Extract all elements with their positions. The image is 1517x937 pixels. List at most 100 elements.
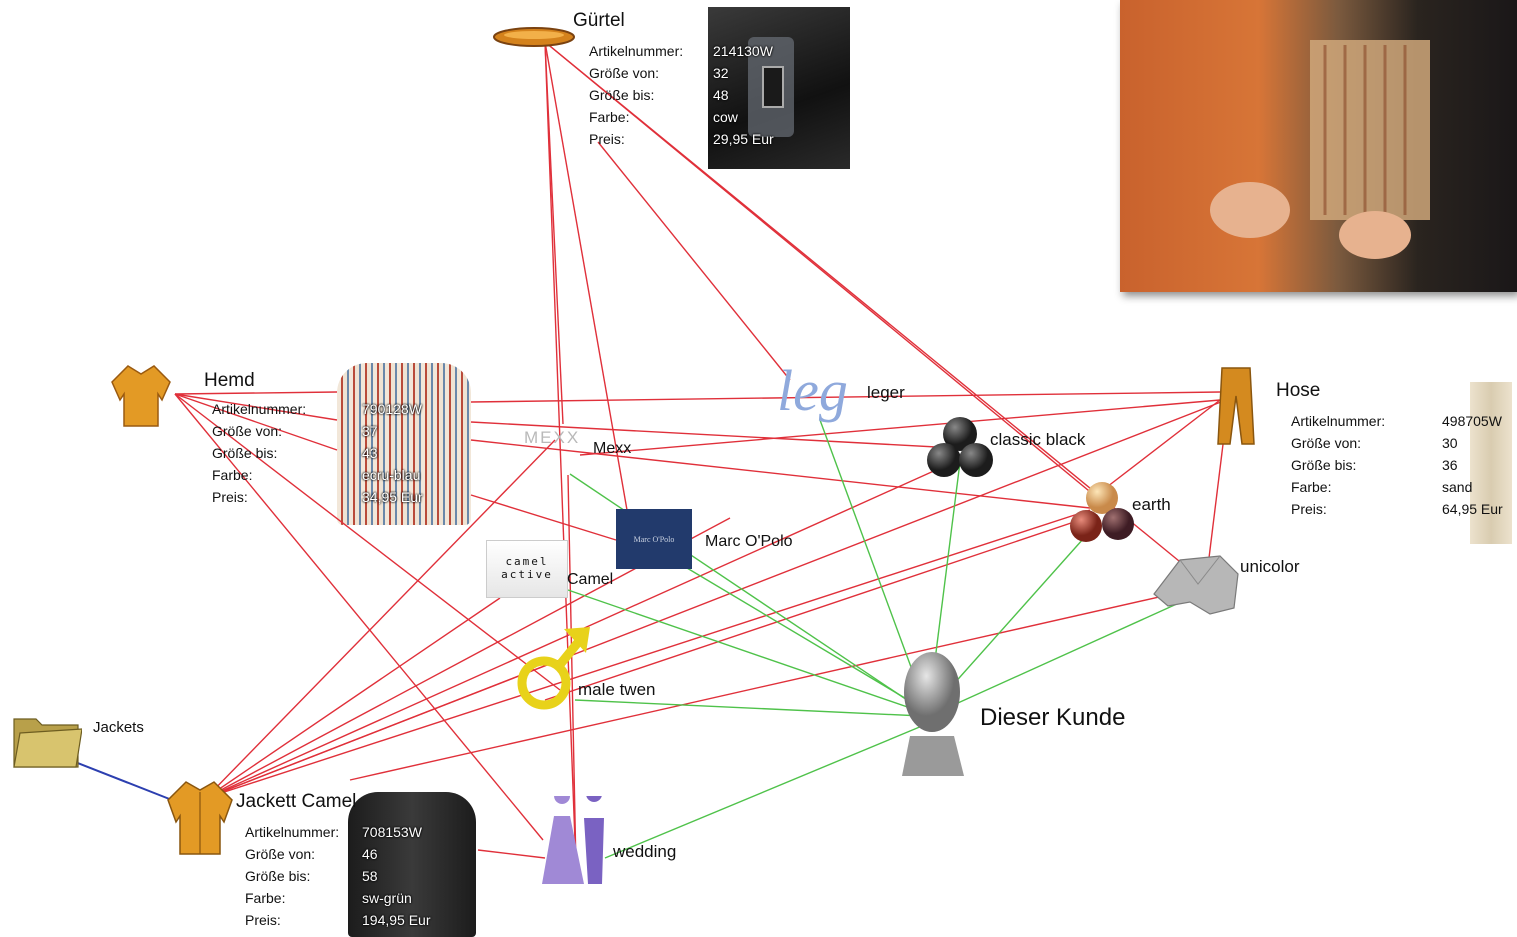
red-relation-edge (174, 393, 561, 691)
shirt-key: Farbe: (212, 467, 253, 483)
red-relation-edge (205, 439, 556, 799)
marc-opolo-logo[interactable]: Marc O'Polo (616, 509, 692, 569)
trousers-key: Artikelnummer: (1291, 413, 1386, 429)
jacket-key: Artikelnummer: (245, 824, 340, 840)
classic-black-label: classic black (990, 430, 1086, 449)
green-customer-edge (934, 519, 1101, 706)
red-relation-edge (544, 41, 1191, 571)
red-relation-edge (174, 393, 338, 451)
jacket-value: 194,95 Eur (362, 912, 431, 928)
red-relation-edge (544, 41, 628, 511)
trousers-title: Hose (1276, 380, 1321, 401)
belt-value: 32 (713, 65, 729, 81)
belt-value: 214130W (713, 43, 773, 59)
shirt-icon[interactable] (108, 360, 174, 430)
mexx-logo[interactable]: MEXX (524, 428, 581, 447)
shirt-key: Artikelnummer: (212, 401, 307, 417)
trousers-value: 36 (1442, 457, 1458, 473)
red-relation-edge (579, 399, 1221, 456)
jacket-value: sw-grün (362, 890, 412, 906)
jacket-key: Farbe: (245, 890, 286, 906)
green-customer-edge (574, 699, 923, 717)
male-symbol-icon[interactable] (512, 623, 594, 715)
green-customer-edge (819, 419, 926, 706)
jacket-key: Preis: (245, 912, 281, 928)
red-relation-edge (544, 41, 577, 869)
shirt-value: 790128W (362, 401, 422, 417)
shirt-value: ecru-blau (362, 467, 421, 483)
customer-bust-icon[interactable] (892, 648, 972, 776)
trousers-icon[interactable] (1214, 366, 1258, 446)
belt-key: Artikelnummer: (589, 43, 684, 59)
mexx-label: Mexx (593, 440, 632, 457)
leg-logo[interactable]: leg (777, 358, 848, 423)
trousers-value: 64,95 Eur (1442, 501, 1503, 517)
shirt-title: Hemd (204, 370, 255, 391)
trousers-value: 498705W (1442, 413, 1502, 429)
belt-key: Größe von: (589, 65, 660, 81)
jackets-folder-label: Jackets (93, 719, 144, 736)
belt-value: 48 (713, 87, 729, 103)
jacket-value: 46 (362, 846, 378, 862)
jacket-icon[interactable] (164, 778, 236, 858)
red-relation-edge (477, 849, 546, 859)
blue-folder-edge (69, 759, 173, 801)
classic-black-color-icon[interactable] (924, 414, 996, 482)
jacket-value: 708153W (362, 824, 422, 840)
customer-label: Dieser Kunde (980, 704, 1126, 731)
red-relation-edge (470, 494, 617, 541)
red-relation-edge (174, 391, 338, 395)
earth-color-icon[interactable] (1066, 480, 1138, 548)
leger-label: leger (867, 383, 905, 402)
camel-label: Camel (567, 571, 614, 588)
belt-details: Artikelnummer: 214130W Größe von: 32 Größe… (589, 40, 774, 150)
folder-icon[interactable] (12, 711, 83, 769)
jacket-title: Jackett Camel (236, 791, 357, 812)
belt-value: 29,95 Eur (713, 131, 774, 147)
trousers-key: Preis: (1291, 501, 1327, 517)
red-relation-edge (470, 421, 956, 449)
camel-active-logo[interactable]: camel active (486, 540, 568, 598)
store-photo (1120, 0, 1517, 292)
jacket-key: Größe bis: (245, 868, 311, 884)
marc-opolo-label: Marc O'Polo (705, 533, 793, 550)
belt-key: Größe bis: (589, 87, 655, 103)
belt-value: cow (713, 109, 738, 125)
belt-key: Preis: (589, 131, 625, 147)
red-relation-edge (470, 391, 1221, 403)
jacket-key: Größe von: (245, 846, 316, 862)
red-relation-edge (349, 589, 1191, 781)
green-customer-edge (937, 597, 1191, 713)
belt-key: Farbe: (589, 109, 630, 125)
trousers-value: sand (1442, 479, 1473, 495)
wedding-couple-icon[interactable] (540, 786, 616, 886)
red-relation-edge (567, 474, 577, 869)
red-relation-edge (174, 393, 544, 841)
male-twen-label: male twen (578, 680, 656, 699)
trousers-key: Farbe: (1291, 479, 1332, 495)
belt-icon[interactable] (492, 24, 576, 50)
jacket-details: Artikelnummer: 708153W Größe von: 46 Größe… (245, 821, 431, 931)
shirt-value: 37 (362, 423, 378, 439)
belt-title: Gürtel (573, 10, 625, 31)
shirt-key: Größe bis: (212, 445, 278, 461)
red-relation-edge (597, 141, 791, 381)
red-relation-edge (1089, 399, 1221, 501)
unicolor-fabric-icon[interactable] (1150, 554, 1242, 616)
jacket-value: 58 (362, 868, 378, 884)
shirt-key: Preis: (212, 489, 248, 505)
red-relation-edge (205, 399, 1227, 799)
trousers-value: 30 (1442, 435, 1458, 451)
red-relation-edge (174, 393, 338, 421)
green-customer-edge (567, 589, 923, 713)
shirt-key: Größe von: (212, 423, 283, 439)
red-relation-edge (544, 519, 1081, 701)
marc-opolo-logo-text: Marc O'Polo (633, 534, 675, 544)
wedding-label: wedding (613, 842, 677, 861)
earth-label: earth (1132, 495, 1171, 514)
trousers-details: Artikelnummer:498705W Größe von:30 Größe… (1291, 410, 1503, 520)
red-relation-edge (205, 597, 501, 799)
trousers-key: Größe bis: (1291, 457, 1357, 473)
shirt-value: 34,95 Eur (362, 489, 423, 505)
